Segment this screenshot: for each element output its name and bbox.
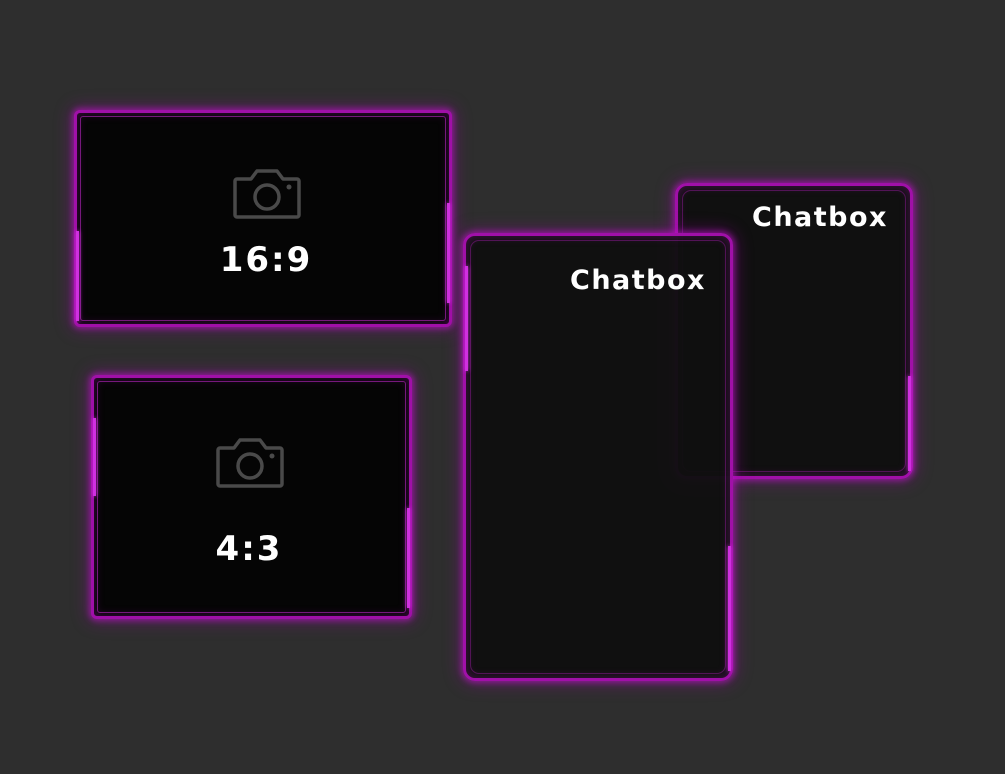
card-inner-border — [97, 381, 406, 613]
camera-icon — [233, 169, 301, 219]
card-accent — [908, 376, 911, 471]
card-accent — [407, 508, 410, 608]
chatbox-title: Chatbox — [570, 265, 706, 296]
camera-card-4-3[interactable]: 4:3 — [91, 375, 412, 619]
aspect-ratio-label: 4:3 — [215, 529, 283, 569]
card-inner-border — [470, 240, 726, 674]
aspect-ratio-label: 16:9 — [219, 240, 313, 280]
camera-icon — [216, 438, 284, 488]
card-accent — [728, 546, 731, 671]
card-accent — [447, 203, 450, 303]
chatbox-title: Chatbox — [752, 202, 888, 233]
camera-card-16-9[interactable]: 16:9 — [74, 110, 452, 327]
chatbox-panel-large[interactable]: Chatbox — [463, 233, 733, 681]
card-accent — [93, 418, 96, 496]
card-accent — [76, 231, 79, 321]
card-accent — [465, 266, 468, 371]
